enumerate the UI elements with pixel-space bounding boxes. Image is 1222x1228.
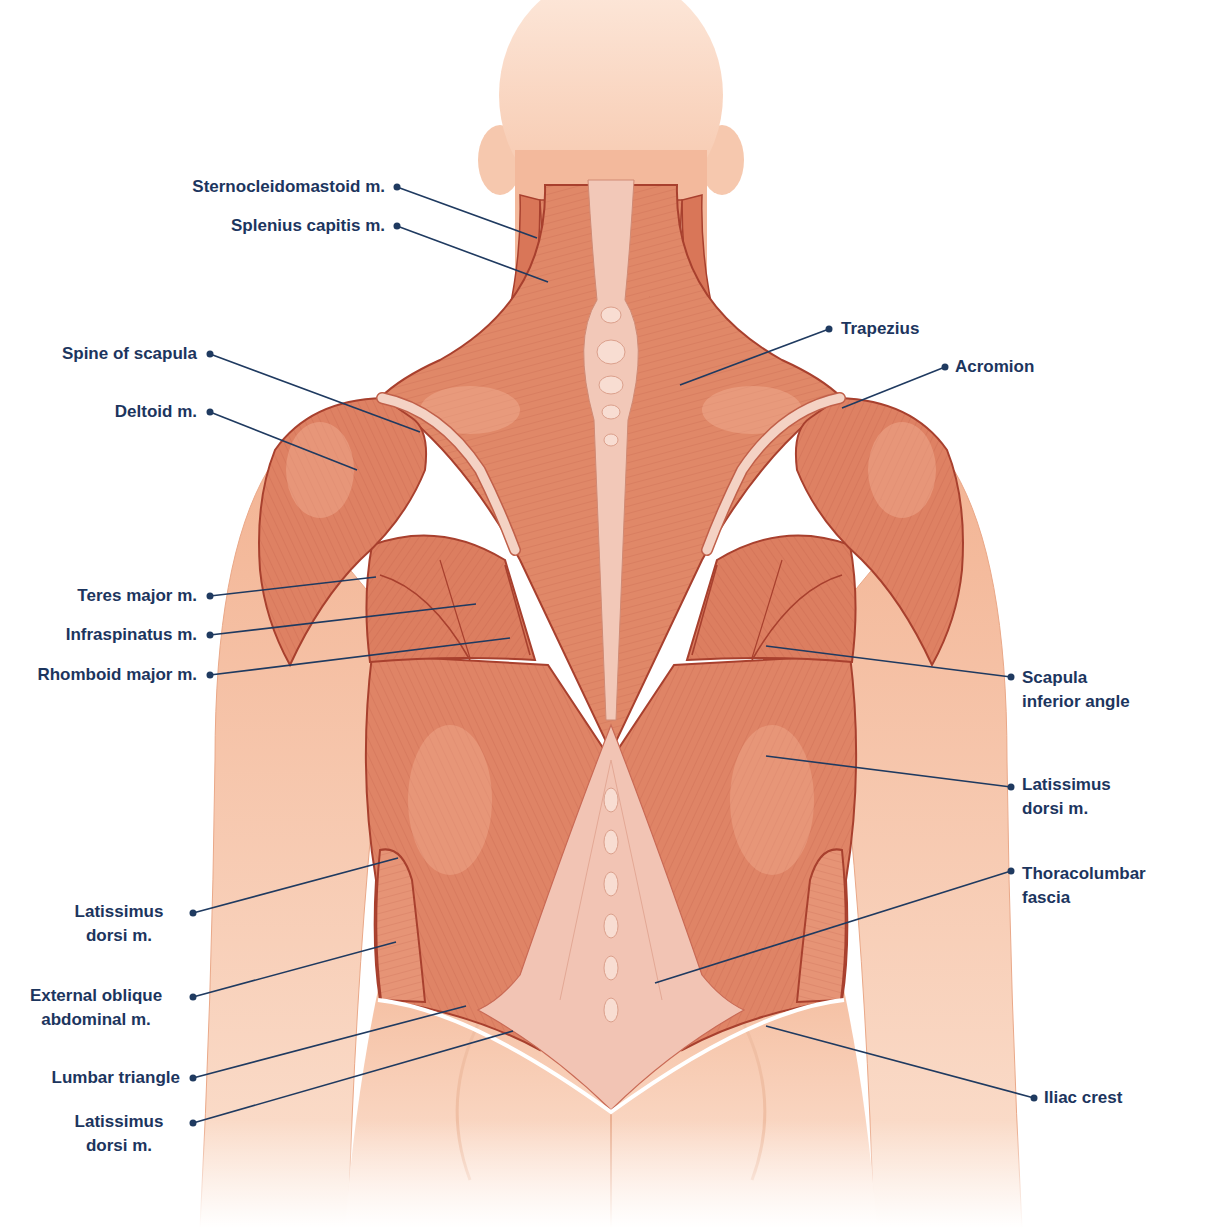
leader-line (842, 367, 945, 408)
muscle-highlight (868, 422, 936, 518)
part-label: Deltoid m. (115, 400, 197, 424)
muscle-highlight (286, 422, 354, 518)
part-label: Spine of scapula (62, 342, 197, 366)
leader-line (680, 329, 829, 385)
leader-line (193, 858, 398, 913)
scapula-spine-edge (382, 398, 515, 550)
part-label: Acromion (955, 355, 1034, 379)
leader-dot (942, 364, 949, 371)
muscle-fibres (366, 535, 535, 662)
scapula-spine-edge (707, 398, 840, 550)
bottom-fade (0, 1120, 1222, 1228)
vertebra (604, 914, 618, 938)
deltoid-muscle (796, 398, 963, 665)
leader-line (210, 638, 510, 675)
teres-border (380, 575, 470, 660)
vertebra (601, 307, 621, 323)
part-label: Iliac crest (1044, 1086, 1122, 1110)
deltoid-muscle (259, 398, 426, 665)
vertebra (604, 956, 618, 980)
leader-dot (190, 1075, 197, 1082)
muscle-fibres (796, 398, 963, 665)
part-label: Infraspinatus m. (66, 623, 197, 647)
oblique-muscle (376, 849, 425, 1002)
leader-dots (190, 184, 1038, 1127)
leader-line (766, 646, 1011, 677)
leader-dot (190, 1120, 197, 1127)
leader-line (210, 354, 420, 432)
infraspinatus-muscle (366, 535, 535, 662)
part-label: Thoracolumbar fascia (1022, 862, 1170, 910)
leader-dot (207, 632, 214, 639)
leader-dot (190, 910, 197, 917)
part-label: External oblique abdominal m. (12, 984, 180, 1032)
part-label: Lumbar triangle (52, 1066, 180, 1090)
leader-line (193, 942, 396, 997)
scapula-spine (382, 398, 515, 550)
leader-dot (207, 593, 214, 600)
vertebra (604, 830, 618, 854)
leader-dot (1008, 868, 1015, 875)
muscle-highlight (408, 725, 492, 875)
part-label: Teres major m. (77, 584, 197, 608)
nuchal-ligament (584, 180, 639, 720)
leader-dot (207, 672, 214, 679)
leader-line (397, 226, 548, 282)
leader-dot (826, 326, 833, 333)
rhomboid-border (505, 565, 530, 655)
vertebra (604, 434, 618, 446)
leader-line (766, 756, 1011, 787)
part-label: Rhomboid major m. (37, 663, 197, 687)
leader-dot (1031, 1095, 1038, 1102)
leader-dot (207, 409, 214, 416)
leader-dot (1008, 784, 1015, 791)
part-label: Scapula inferior angle (1022, 666, 1150, 714)
vertebra (604, 998, 618, 1022)
vertebra (604, 872, 618, 896)
leader-lines (193, 187, 1034, 1123)
leader-line (766, 1026, 1034, 1098)
part-label: Latissimus dorsi m. (1022, 773, 1144, 821)
iliac-crest-line (378, 1000, 844, 1112)
leader-line (397, 187, 537, 238)
leader-line (655, 871, 1011, 983)
part-label: Sternocleidomastoid m. (192, 175, 385, 199)
leader-line (210, 604, 476, 635)
muscle-fibres (376, 849, 425, 1002)
fascia-lines (560, 760, 662, 1000)
leader-dot (207, 351, 214, 358)
leader-line (210, 412, 357, 470)
vertebra (604, 788, 618, 812)
leader-line (193, 1006, 466, 1078)
vertebra (599, 376, 623, 394)
leader-dot (1008, 674, 1015, 681)
leader-line (193, 1031, 513, 1123)
part-label: Latissimus dorsi m. (58, 1110, 180, 1158)
vertebra (597, 340, 625, 364)
part-label: Latissimus dorsi m. (58, 900, 180, 948)
spinous-processes (597, 307, 625, 1022)
part-label: Trapezius (841, 317, 919, 341)
part-label: Splenius capitis m. (231, 214, 385, 238)
leader-line (210, 577, 376, 596)
leader-dot (394, 223, 401, 230)
leader-dot (190, 994, 197, 1001)
scapula-spine (707, 398, 840, 550)
vertebra (602, 405, 620, 419)
leader-dot (394, 184, 401, 191)
muscle-fibres (259, 398, 426, 665)
